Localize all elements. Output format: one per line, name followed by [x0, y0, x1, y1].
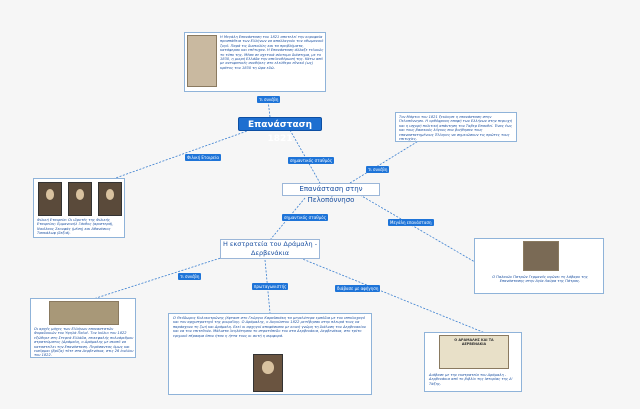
tag-simantikos-stathmos-1[interactable]: σημαντικός σταθμός	[288, 157, 335, 164]
link-main-filiki	[109, 129, 251, 181]
tag-protagonistis[interactable]: πρωταγωνιστής	[252, 283, 289, 290]
tag-ti-synevi-right[interactable]: τι συνέβη	[366, 166, 390, 173]
tag-ti-synevi-left[interactable]: τι συνέβη	[178, 273, 202, 280]
main-node-revolution-1821[interactable]: Επανάσταση 1821	[238, 117, 322, 144]
link-pelop-right	[349, 139, 421, 184]
node-dramali[interactable]: Η εκστρατεία του Δράμαλη - Δερβενάκια	[220, 239, 320, 259]
tag-simantikos-stathmos-2[interactable]: σημαντικός σταθμός	[282, 214, 329, 221]
germanos-painting	[523, 241, 559, 271]
node-peloponnisos[interactable]: Επανάσταση στην Πελοπόννησο	[282, 183, 380, 204]
top-info-text: Η Μεγάλη Επανάσταση του 1821 αποτελεί τη…	[220, 35, 324, 70]
tag-ti-synevi-top[interactable]: τι συνέβη	[257, 96, 281, 103]
link-dramali-left	[89, 254, 231, 301]
book-cover: Ο ΔΡΑΜΑΛΗΣ ΚΑΙ ΤΑ ΔΕΡΒΕΝΑΚΙΑ	[439, 335, 509, 369]
right-info-text: Τον Μάρτιο του 1821 ξεκίνησε η επανάστασ…	[399, 115, 513, 142]
book-box: Ο ΔΡΑΜΑΛΗΣ ΚΑΙ ΤΑ ΔΕΡΒΕΝΑΚΙΑ Διάβασε με …	[424, 332, 522, 392]
kolokotronis-portrait	[253, 354, 283, 392]
link-main-pelop	[289, 129, 321, 184]
tag-diavase[interactable]: διάβασε με αφήγηση	[335, 285, 381, 292]
portrait-skoufas	[68, 182, 92, 216]
revolution-image	[187, 35, 217, 87]
link-pelop-dramali	[269, 197, 306, 241]
battle-image	[49, 301, 119, 325]
link-dramali-middle	[264, 259, 271, 314]
middle-bottom-text: Ο Θεόδωρος Κολοκοτρώνης (έφτασε στο Γεώρ…	[173, 316, 366, 338]
portraits-caption: Φιλική Εταιρεία: Οι ιδρυτές της Φιλικής …	[37, 218, 114, 236]
portrait-tsakalof	[98, 182, 122, 216]
tag-filiki-etaireia[interactable]: Φιλική Εταιρεία	[185, 154, 222, 161]
top-info-box: Η Μεγάλη Επανάσταση του 1821 αποτελεί τη…	[184, 32, 326, 92]
tag-megali-epanastasi[interactable]: Μεγάλη επανάσταση	[388, 219, 434, 226]
right-info-box: Τον Μάρτιο του 1821 ξεκίνησε η επανάστασ…	[395, 112, 517, 142]
link-dramali-book	[299, 257, 491, 336]
book-caption: Διάβασε με την εκστρατεία του Δράμαλη - …	[429, 373, 513, 386]
left-bottom-box: Οι αρχές μάχες των Ελλήνων επαναστατών Φ…	[30, 298, 136, 358]
left-bottom-text: Οι αρχές μάχες των Ελλήνων επαναστατών Φ…	[34, 327, 134, 358]
link-pelop-image	[359, 194, 481, 266]
middle-bottom-box: Ο Θεόδωρος Κολοκοτρώνης (έφτασε στο Γεώρ…	[168, 313, 372, 395]
book-cover-title: Ο ΔΡΑΜΑΛΗΣ ΚΑΙ ΤΑ ΔΕΡΒΕΝΑΚΙΑ	[454, 338, 494, 346]
right-image-caption: Ο Παλαιών Πατρών Γερμανός υψώνει τη λάβα…	[492, 275, 588, 284]
portrait-xanthos	[38, 182, 62, 216]
portraits-box: Φιλική Εταιρεία: Οι ιδρυτές της Φιλικής …	[33, 178, 125, 238]
right-image-box: Ο Παλαιών Πατρών Γερμανός υψώνει τη λάβα…	[474, 238, 604, 294]
